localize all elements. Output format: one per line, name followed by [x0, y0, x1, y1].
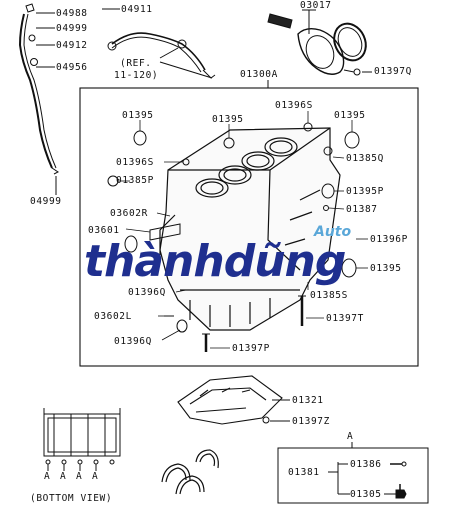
- label-01321: 01321: [292, 395, 324, 406]
- label-03602r: 03602R: [110, 208, 148, 219]
- label-01397z: 01397Z: [292, 416, 330, 427]
- rear-seal-case: [267, 13, 367, 76]
- label-01385q: 01385Q: [346, 153, 384, 164]
- label-04956: 04956: [56, 62, 88, 73]
- label-01397t: 01397T: [326, 313, 364, 324]
- label-01381: 01381: [288, 467, 320, 478]
- label-01395-c: 01395: [334, 110, 366, 121]
- label-01397p: 01397P: [232, 343, 270, 354]
- label-01305: 01305: [350, 489, 382, 500]
- label-01300a: 01300A: [240, 69, 278, 80]
- main-bearings: [161, 449, 219, 495]
- oil-baffle: [177, 375, 283, 425]
- label-01395-a: 01395: [122, 110, 154, 121]
- dipstick-tube: [18, 3, 59, 175]
- engine-block: [159, 127, 341, 331]
- label-01396q-a: 01396Q: [128, 287, 166, 298]
- label-01396s: 01396S: [275, 100, 313, 111]
- label-01385p: 01385P: [116, 175, 154, 186]
- label-bottom-a-2: A: [60, 471, 67, 482]
- label-04999-top: 04999: [56, 23, 88, 34]
- inset-box-a: [277, 447, 429, 504]
- label-01396q-b: 01396Q: [114, 336, 152, 347]
- label-04911: 04911: [121, 4, 153, 15]
- label-04999-bottom: 04999: [30, 196, 62, 207]
- leader-lines: [118, 111, 368, 349]
- bottom-view: [43, 408, 121, 471]
- label-03017: 03017: [300, 0, 332, 11]
- label-01395p: 01395P: [346, 186, 384, 197]
- label-01395-b: 01395: [212, 114, 244, 125]
- label-03601: 03601: [88, 225, 120, 236]
- label-01386: 01386: [350, 459, 382, 470]
- watermark-logo: thànhdũng: [84, 236, 346, 287]
- label-01385s: 01385S: [310, 290, 348, 301]
- watermark-auto: Auto: [314, 224, 352, 240]
- label-bottom-a-1: A: [44, 471, 51, 482]
- label-01396p: 01396P: [370, 234, 408, 245]
- label-01395-d: 01395: [370, 263, 402, 274]
- label-ref-line2: 11-120): [114, 70, 159, 81]
- label-04988: 04988: [56, 8, 88, 19]
- label-01396s-b: 01396S: [116, 157, 154, 168]
- label-01387: 01387: [346, 204, 378, 215]
- label-bottom-a-4: A: [92, 471, 99, 482]
- label-03602l: 03602L: [94, 311, 132, 322]
- label-ref-line1: (REF.: [120, 58, 152, 69]
- label-bottom-view: (BOTTOM VIEW): [30, 493, 113, 504]
- label-inset-marker: A: [347, 431, 354, 442]
- label-bottom-a-3: A: [76, 471, 83, 482]
- label-01397q: 01397Q: [374, 66, 412, 77]
- inset-parts: [328, 442, 407, 499]
- label-04912: 04912: [56, 40, 88, 51]
- engine-block-frame: [79, 87, 419, 367]
